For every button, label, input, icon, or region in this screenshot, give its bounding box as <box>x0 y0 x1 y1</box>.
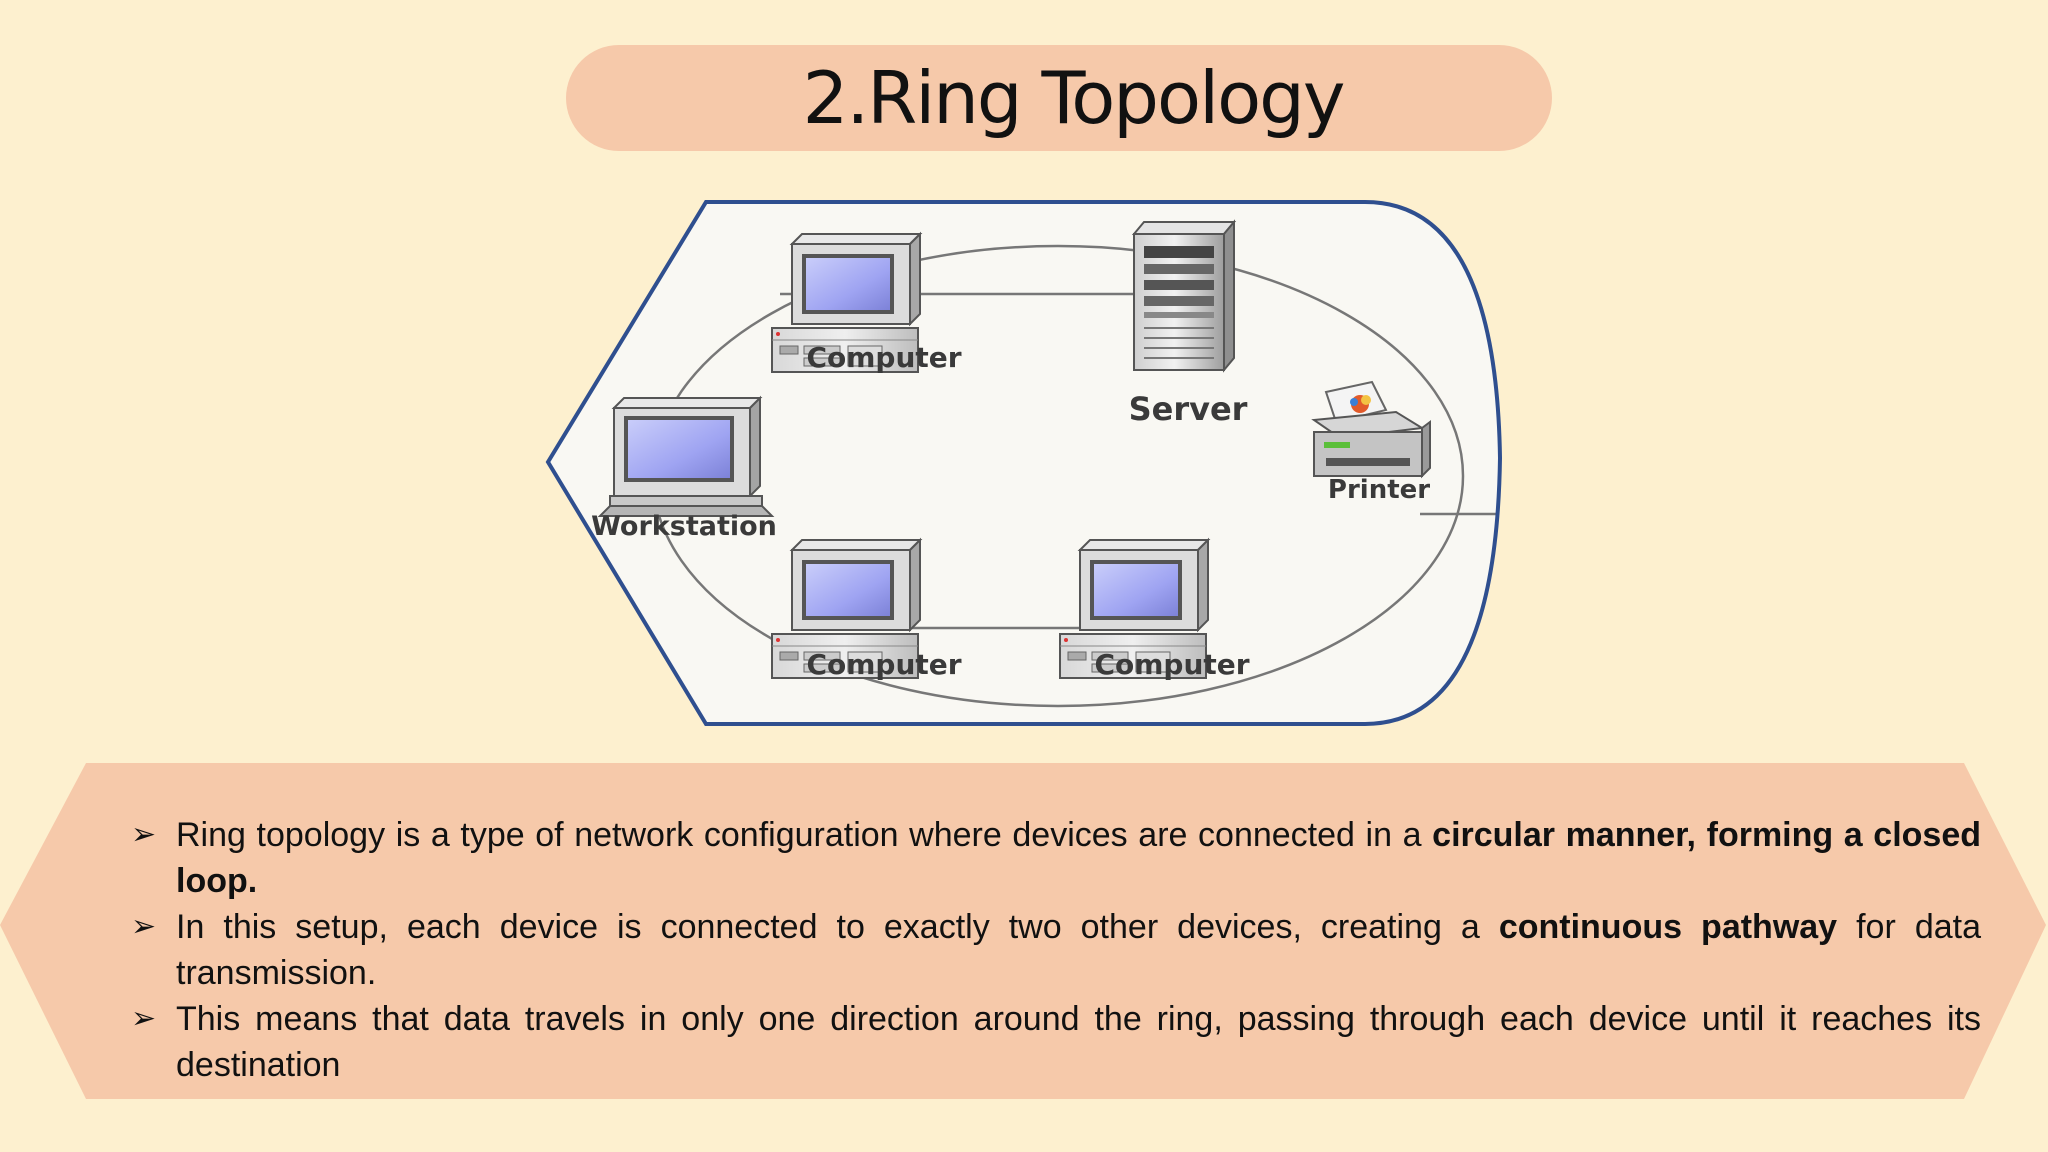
workstation-icon <box>597 395 775 517</box>
arrow-bullet-icon: ➢ <box>131 909 157 944</box>
arrow-bullet-icon: ➢ <box>131 1001 157 1036</box>
bullet-list: ➢ Ring topology is a type of network conf… <box>128 812 1981 1088</box>
diagram-frame <box>545 200 1503 726</box>
slide-title: 2.Ring Topology <box>802 56 1346 140</box>
bullet-item: ➢ In this setup, each device is connected… <box>128 904 1981 996</box>
bullet-item: ➢ This means that data travels in only on… <box>128 996 1981 1088</box>
description-band: ➢ Ring topology is a type of network conf… <box>0 763 2048 1099</box>
arrow-bullet-icon: ➢ <box>131 817 157 852</box>
computer-bottom-right-label: Computer <box>1094 648 1249 681</box>
printer-label: Printer <box>1328 475 1430 505</box>
computer-bottom-left-label: Computer <box>806 648 961 681</box>
bullet-text: Ring topology is a type of network confi… <box>176 816 1433 854</box>
title-banner: 2.Ring Topology <box>566 45 1552 151</box>
printer-icon <box>1311 380 1431 479</box>
bullet-item: ➢ Ring topology is a type of network conf… <box>128 812 1981 904</box>
server-icon <box>1131 219 1237 373</box>
bullet-text: In this setup, each device is connected … <box>176 908 1499 946</box>
bullet-emphasis: circular manner, forming a closed loop. <box>176 816 1981 900</box>
description-band-shape <box>0 763 2046 1099</box>
server-label: Server <box>1129 390 1248 428</box>
workstation-label: Workstation <box>591 511 777 542</box>
ring-topology-diagram: Computer Server <box>545 200 1503 726</box>
bullet-text: for data transmission. <box>176 908 1981 992</box>
bullet-text: This means that data travels in only one… <box>176 1000 1981 1084</box>
bullet-emphasis: continuous pathway <box>1498 908 1838 946</box>
computer-top-label: Computer <box>806 341 961 374</box>
